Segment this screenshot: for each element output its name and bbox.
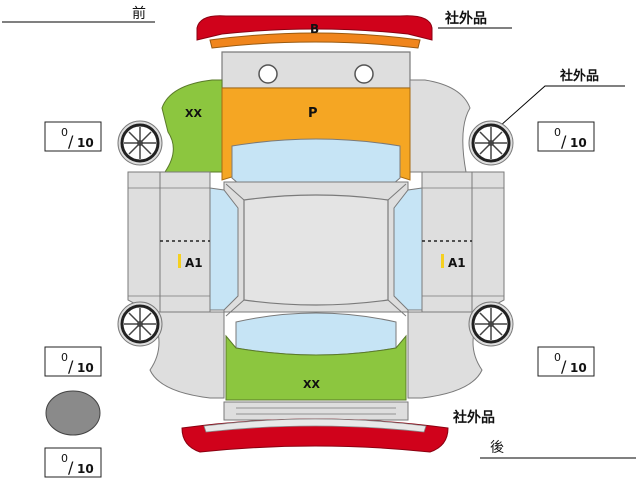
right-side-panel [421, 171, 505, 313]
score-value: 0 [61, 126, 68, 139]
front-bumper-label: B [310, 22, 319, 36]
headlight-right [354, 64, 374, 84]
score-box-rear-right: 0 / 10 [537, 346, 595, 377]
right-door-marker [441, 254, 444, 268]
front-label: 前 [132, 5, 146, 22]
score-value: 0 [554, 351, 561, 364]
bonnet-label: P [308, 106, 318, 121]
svg-text:/: / [68, 458, 74, 477]
left-door-marker [178, 254, 181, 268]
score-max: 10 [77, 462, 94, 476]
spare-tire-icon [45, 390, 101, 436]
score-box-rear-left: 0 / 10 [44, 346, 102, 377]
svg-text:/: / [561, 132, 567, 151]
score-max: 10 [570, 361, 587, 375]
score-value: 0 [554, 126, 561, 139]
aftermarket-label-mirror: 社外品 [559, 68, 599, 84]
front-right-fender [409, 79, 471, 173]
right-side-window [393, 187, 423, 311]
rear-trunk-label: XX [303, 378, 320, 391]
score-box-front-right: 0 / 10 [537, 121, 595, 152]
front-bumper: B [196, 15, 433, 49]
wheel-front-right [468, 120, 514, 166]
score-max: 10 [77, 361, 94, 375]
left-side-window [209, 187, 239, 311]
aftermarket-label-front: 社外品 [444, 10, 487, 27]
svg-text:/: / [561, 357, 567, 376]
wheel-rear-right [468, 301, 514, 347]
front-left-fender [161, 79, 223, 173]
headlight-left [258, 64, 278, 84]
roof [243, 194, 389, 306]
front-left-fender-label: XX [185, 107, 202, 120]
svg-text:/: / [68, 357, 74, 376]
front-grille-panel [221, 51, 411, 89]
wheel-front-left [117, 120, 163, 166]
left-side-panel [127, 171, 211, 313]
rear-window [235, 312, 397, 356]
score-max: 10 [77, 136, 94, 150]
score-value: 0 [61, 452, 68, 465]
score-max: 10 [570, 136, 587, 150]
wheel-rear-left [117, 301, 163, 347]
score-box-spare: 0 / 10 [44, 447, 102, 478]
rear-trunk [225, 334, 407, 401]
aftermarket-mirror-leader [499, 85, 625, 127]
rear-label: 後 [490, 440, 504, 456]
left-door-label: A1 [185, 256, 203, 270]
aftermarket-label-rear: 社外品 [452, 409, 495, 426]
svg-text:/: / [68, 132, 74, 151]
right-door-label: A1 [448, 256, 466, 270]
score-value: 0 [61, 351, 68, 364]
rear-garnish [223, 401, 409, 421]
score-box-front-left: 0 / 10 [44, 121, 102, 152]
